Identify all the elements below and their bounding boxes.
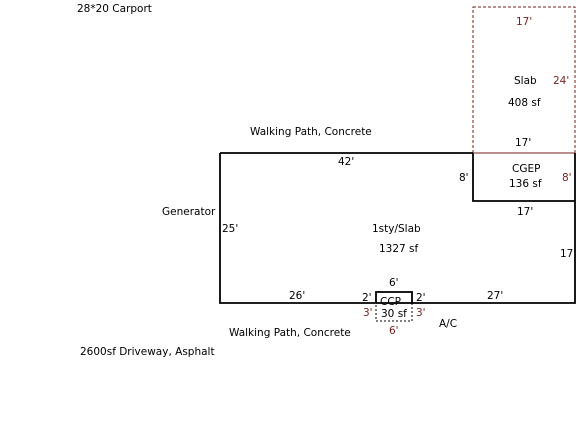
carport-note: 28*20 Carport	[77, 3, 152, 15]
slab-name-label: Slab	[514, 75, 537, 87]
generator-note: Generator	[162, 206, 216, 218]
main-house-outline	[219, 152, 576, 304]
main-bottom-left-dimension: 26'	[289, 290, 305, 302]
ccp-left-upper-dimension: 2'	[362, 292, 372, 304]
ccp-bottom-dimension: 6'	[389, 325, 399, 337]
cgep-name-label: CGEP	[512, 163, 540, 175]
ccp-lower-dashed-outline	[375, 302, 413, 322]
cgep-right-dimension: 8'	[562, 172, 572, 184]
driveway-note: 2600sf Driveway, Asphalt	[80, 346, 215, 358]
slab-side-dimension: 24'	[553, 75, 569, 87]
cgep-area-label: 136 sf	[509, 178, 542, 190]
walking-path-bottom-note: Walking Path, Concrete	[229, 327, 351, 339]
main-left-dimension: 25'	[222, 223, 238, 235]
ccp-top-dimension: 6'	[389, 277, 399, 289]
main-bottom-right-dimension: 27'	[487, 290, 503, 302]
main-right-dimension: 17'	[560, 248, 576, 260]
cgep-left-dimension: 8'	[459, 172, 469, 184]
slab-top-dimension: 17'	[516, 16, 532, 28]
ccp-right-upper-dimension: 2'	[416, 292, 426, 304]
ccp-area-label: 30 sf	[381, 308, 407, 320]
main-area-label: 1327 sf	[379, 243, 419, 255]
ccp-left-lower-dimension: 3'	[363, 307, 373, 319]
walking-path-top-note: Walking Path, Concrete	[250, 126, 372, 138]
slab-outline	[472, 6, 576, 154]
main-name-label: 1sty/Slab	[372, 223, 421, 235]
cgep-bottom-dimension: 17'	[517, 206, 533, 218]
ac-note: A/C	[439, 318, 457, 330]
slab-area-label: 408 sf	[508, 97, 541, 109]
ccp-right-lower-dimension: 3'	[416, 307, 426, 319]
cgep-outline	[472, 153, 575, 202]
ccp-name-label: CCP	[380, 296, 401, 308]
slab-bottom-dimension: 17'	[515, 137, 531, 149]
main-top-dimension: 42'	[338, 156, 354, 168]
